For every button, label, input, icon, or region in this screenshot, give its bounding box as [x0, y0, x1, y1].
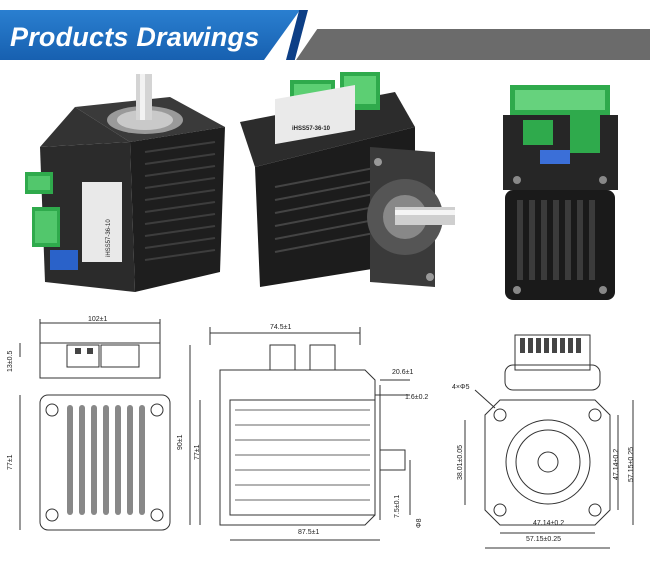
header-banner: Products Drawings	[0, 0, 650, 66]
dim-flange-hole-spacing-v: 47.14±0.2	[613, 448, 620, 480]
dim-side-width: 74.5±1	[270, 324, 292, 331]
page-title: Products Drawings	[10, 22, 260, 52]
motor-label-side: iHSS57-36-10	[106, 219, 112, 257]
dim-side-flange-thickness: 1.6±0.2	[405, 394, 429, 401]
motor-photo-angled: iHSS57-36-10	[240, 72, 455, 287]
dim-flange-outer-h: 57.15±0.25	[526, 536, 561, 543]
dim-side-shaft-step: 7.5±0.1	[394, 494, 401, 518]
dim-side-shaft-length: 20.6±1	[392, 369, 414, 376]
dim-front-width: 102±1	[88, 316, 108, 323]
dim-flange-hole-spec: 4×Φ5	[452, 384, 470, 391]
dim-side-inner-height: 77±1	[194, 444, 201, 460]
motor-label-angled: iHSS57-36-10	[292, 126, 331, 132]
dim-flange-pilot-diameter: 38.01±0.05	[457, 445, 464, 480]
motor-photo-side: iHSS57-36-10	[25, 74, 225, 292]
drawing-front-view	[19, 319, 171, 531]
drawing-side-view	[189, 327, 411, 541]
dim-front-top-height: 13±0.5	[7, 350, 14, 372]
dim-side-length: 87.5±1	[298, 529, 320, 536]
banner-blue-block	[0, 10, 300, 60]
dim-side-shaft-diameter: Φ8	[416, 518, 423, 528]
dim-front-height: 77±1	[7, 454, 14, 470]
dim-side-outer-height: 90±1	[177, 434, 184, 450]
dim-flange-outer-v: 57.15±0.25	[628, 447, 635, 482]
drawing-flange-view	[464, 334, 634, 549]
banner-gray-bar	[296, 29, 650, 60]
dim-flange-hole-spacing-h: 47.14±0.2	[533, 520, 565, 527]
motor-photo-top	[503, 85, 618, 300]
